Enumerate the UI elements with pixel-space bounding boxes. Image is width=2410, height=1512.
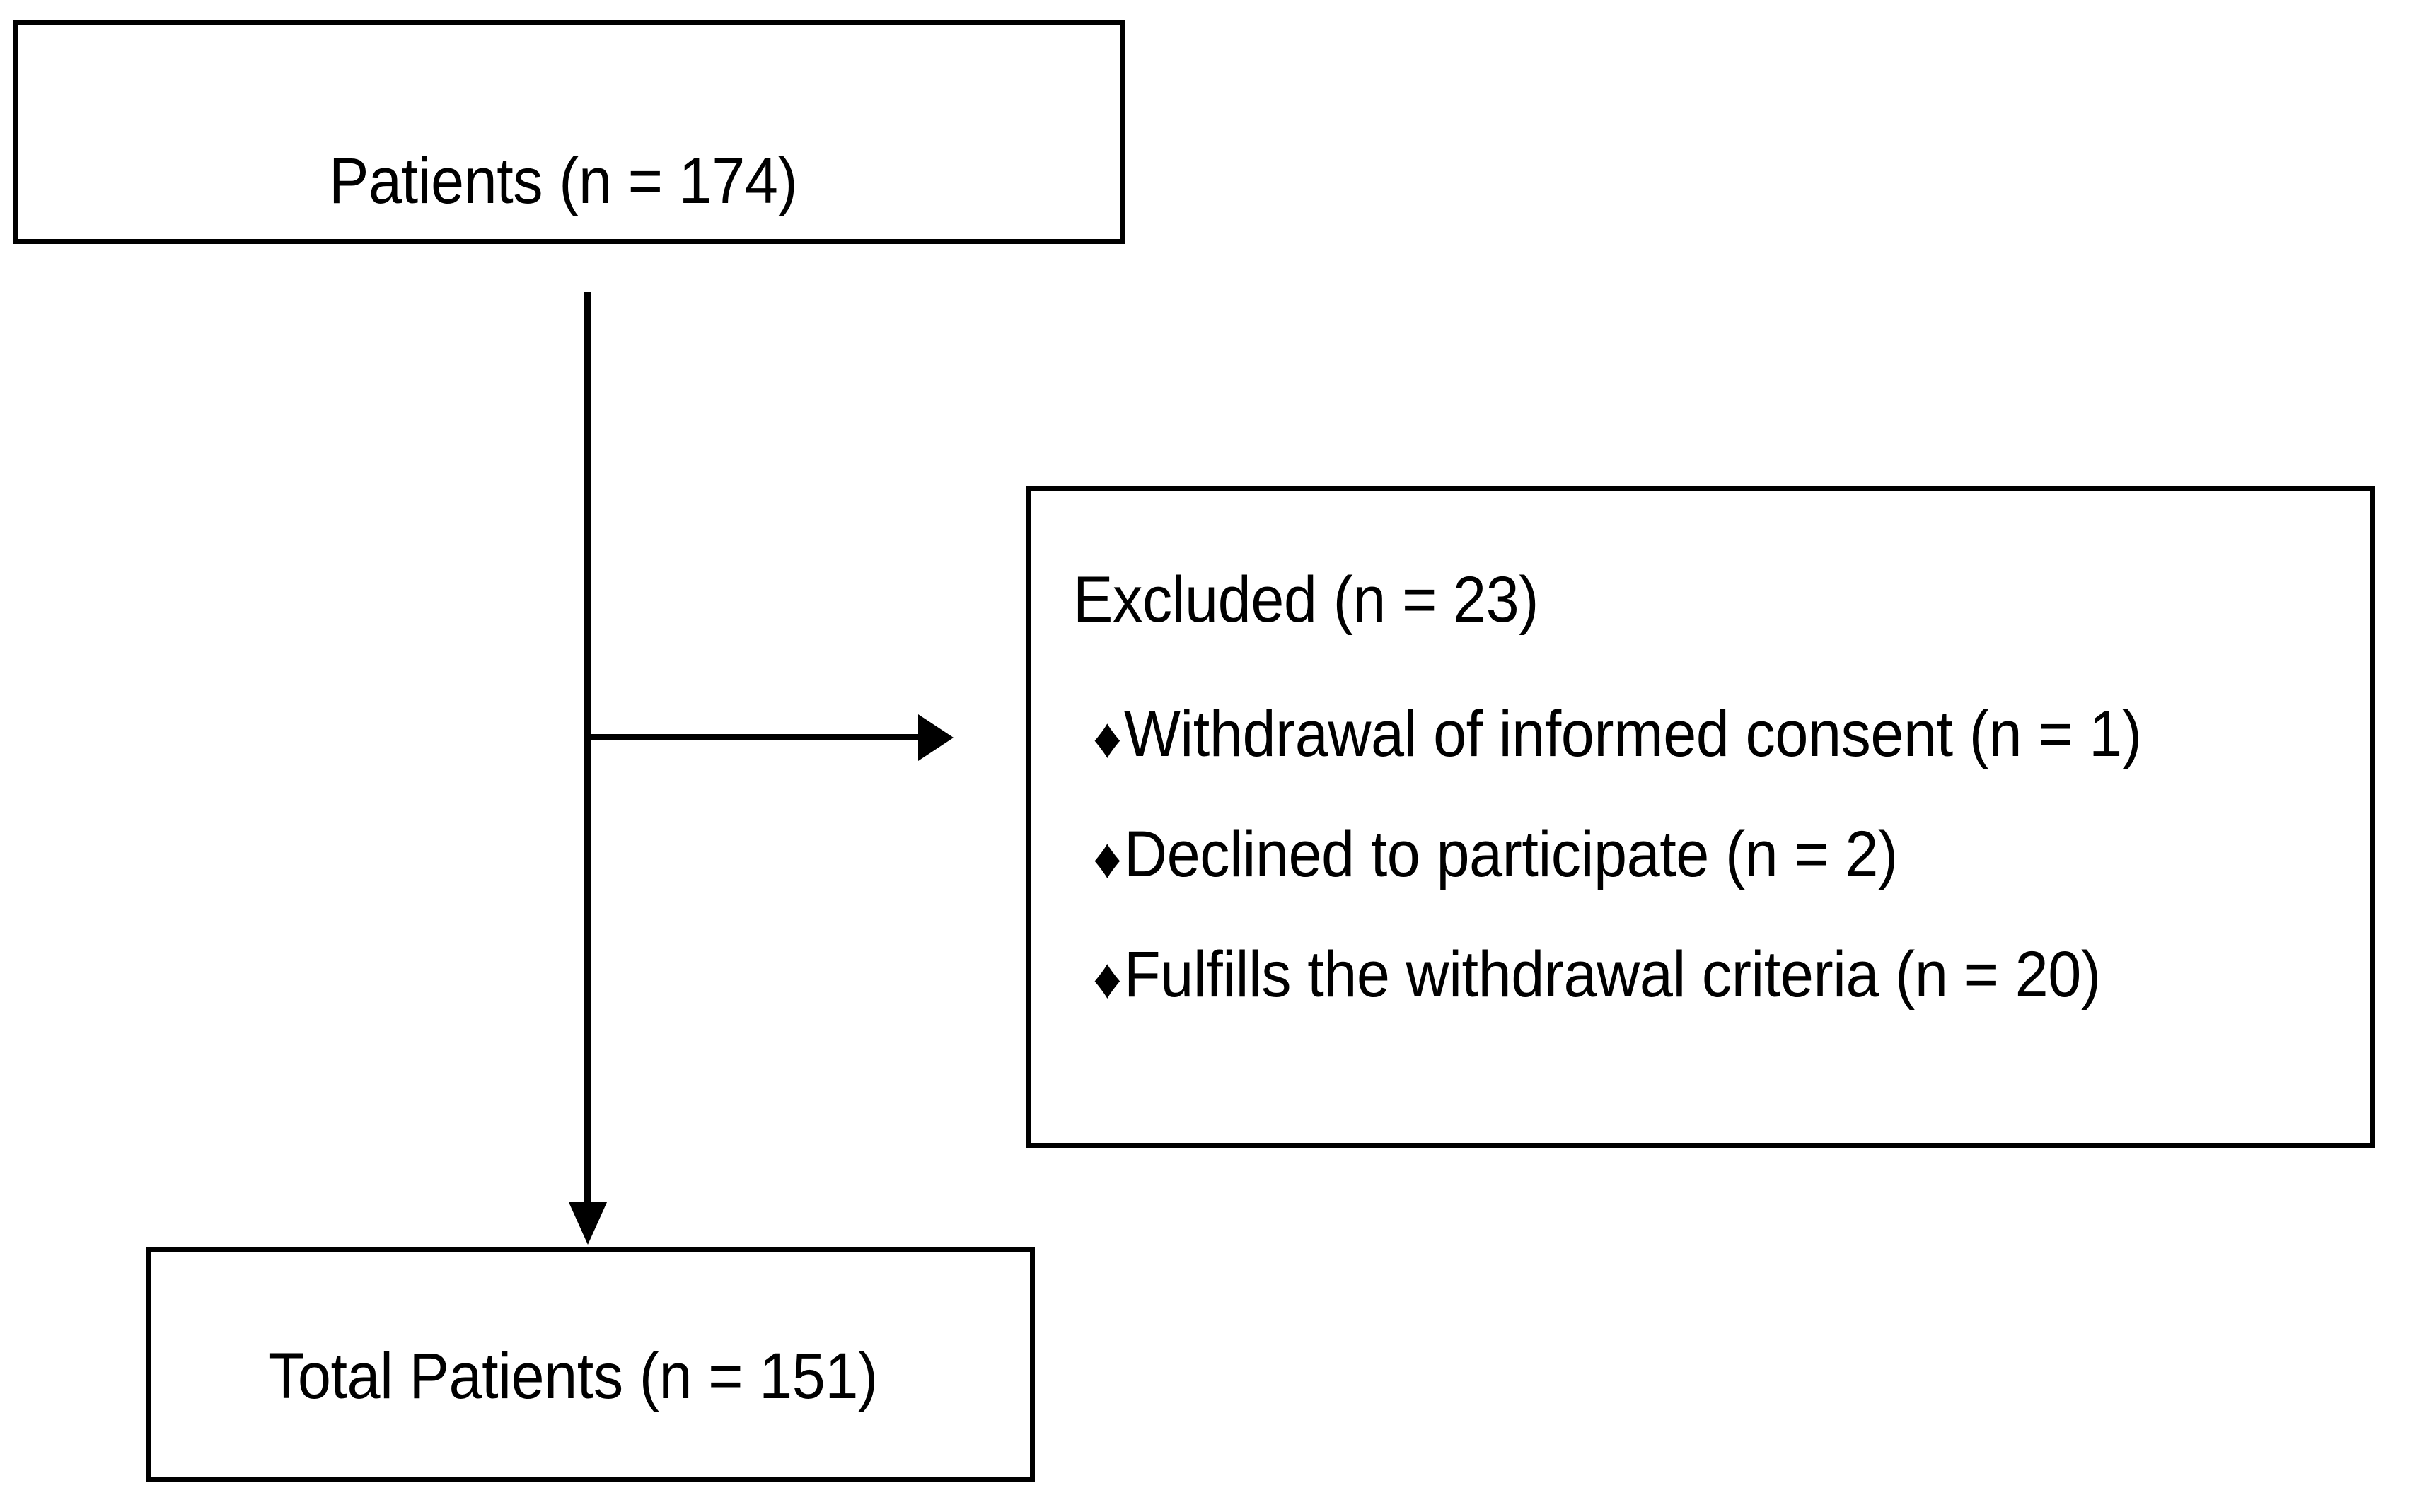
list-item: ♦ Fulfills the withdrawal criteria (n = … (1093, 929, 2366, 1049)
list-item-label: Declined to participate (n = 2) (1124, 818, 1898, 890)
node-label-total-patients: Total Patients (n = 151) (268, 1340, 878, 1412)
connector-vertical-line (584, 292, 591, 1206)
list-item: ♦ Withdrawal of informed consent (n = 1) (1093, 689, 2366, 809)
diamond-bullet-icon: ♦ (1093, 947, 1122, 1010)
node-box-excluded: Excluded (n = 23) ♦ Withdrawal of inform… (1026, 486, 2375, 1148)
diamond-bullet-icon: ♦ (1093, 827, 1122, 890)
node-box-total-patients: Total Patients (n = 151) (146, 1247, 1035, 1482)
list-item-label: Withdrawal of informed consent (n = 1) (1124, 698, 2142, 770)
list-item-label: Fulfills the withdrawal criteria (n = 20… (1124, 938, 2101, 1011)
list-item: ♦ Declined to participate (n = 2) (1093, 809, 2366, 929)
connector-horizontal-line (584, 734, 924, 740)
arrow-down-icon (569, 1202, 607, 1245)
diamond-bullet-icon: ♦ (1093, 706, 1122, 769)
arrow-right-icon (918, 714, 954, 761)
excluded-reasons-list: ♦ Withdrawal of informed consent (n = 1)… (1093, 689, 2366, 1049)
node-label-patients: Patients (n = 174) (329, 145, 798, 217)
node-label-excluded: Excluded (n = 23) (1073, 564, 1539, 636)
node-box-patients: Patients (n = 174) (13, 20, 1125, 244)
